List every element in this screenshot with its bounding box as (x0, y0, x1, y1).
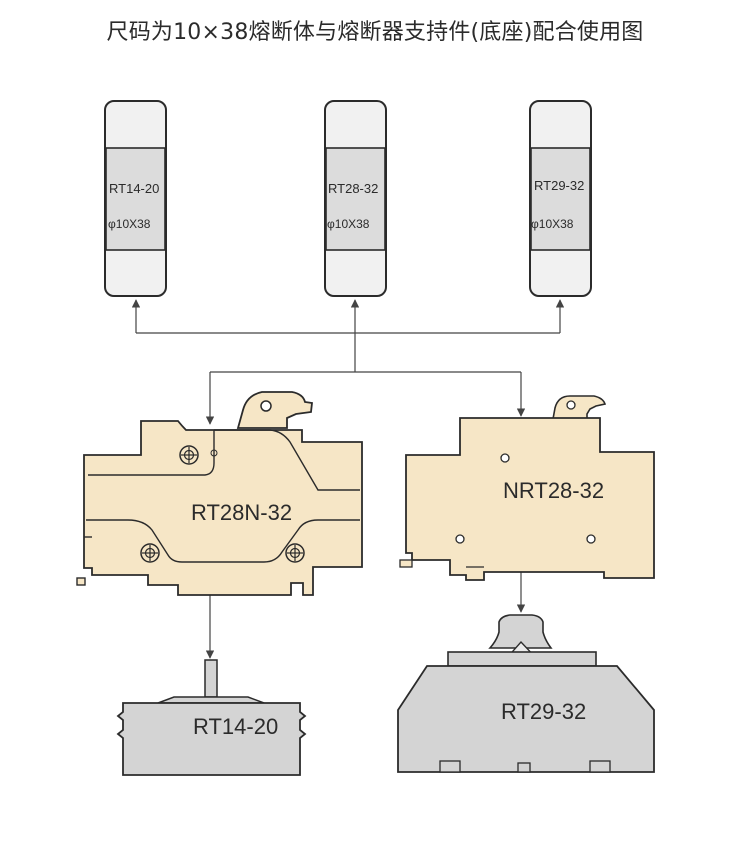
base-rt29-32: RT29-32 (397, 614, 655, 773)
fuse-3-size: φ10X38 (531, 217, 574, 231)
screw-icon (179, 445, 199, 465)
connector-lines (131, 299, 565, 659)
fuse-3: RT29-32 φ10X38 (529, 100, 592, 297)
screw-icon (140, 543, 160, 563)
fuse-1-model: RT14-20 (109, 181, 159, 196)
base-rt14-20: RT14-20 (116, 659, 307, 776)
fuse-2-size: φ10X38 (327, 217, 370, 231)
holder-nrt28-32-label: NRT28-32 (503, 478, 604, 503)
holder-rt28n-32: RT28N-32 (76, 391, 363, 596)
base-rt14-20-label: RT14-20 (193, 714, 278, 739)
screw-icon (285, 543, 305, 563)
diagram-title: 尺码为10×38熔断体与熔断器支持件(底座)配合使用图 (106, 20, 644, 45)
fuse-1: RT14-20 φ10X38 (104, 100, 167, 297)
fuse-2: RT28-32 φ10X38 (324, 100, 387, 297)
base-rt29-32-label: RT29-32 (501, 699, 586, 724)
fuse-2-model: RT28-32 (328, 181, 378, 196)
holder-nrt28-32: NRT28-32 (399, 395, 655, 581)
holder-rt28n-32-label: RT28N-32 (191, 500, 292, 525)
fuse-1-size: φ10X38 (108, 217, 151, 231)
fuse-3-model: RT29-32 (534, 178, 584, 193)
